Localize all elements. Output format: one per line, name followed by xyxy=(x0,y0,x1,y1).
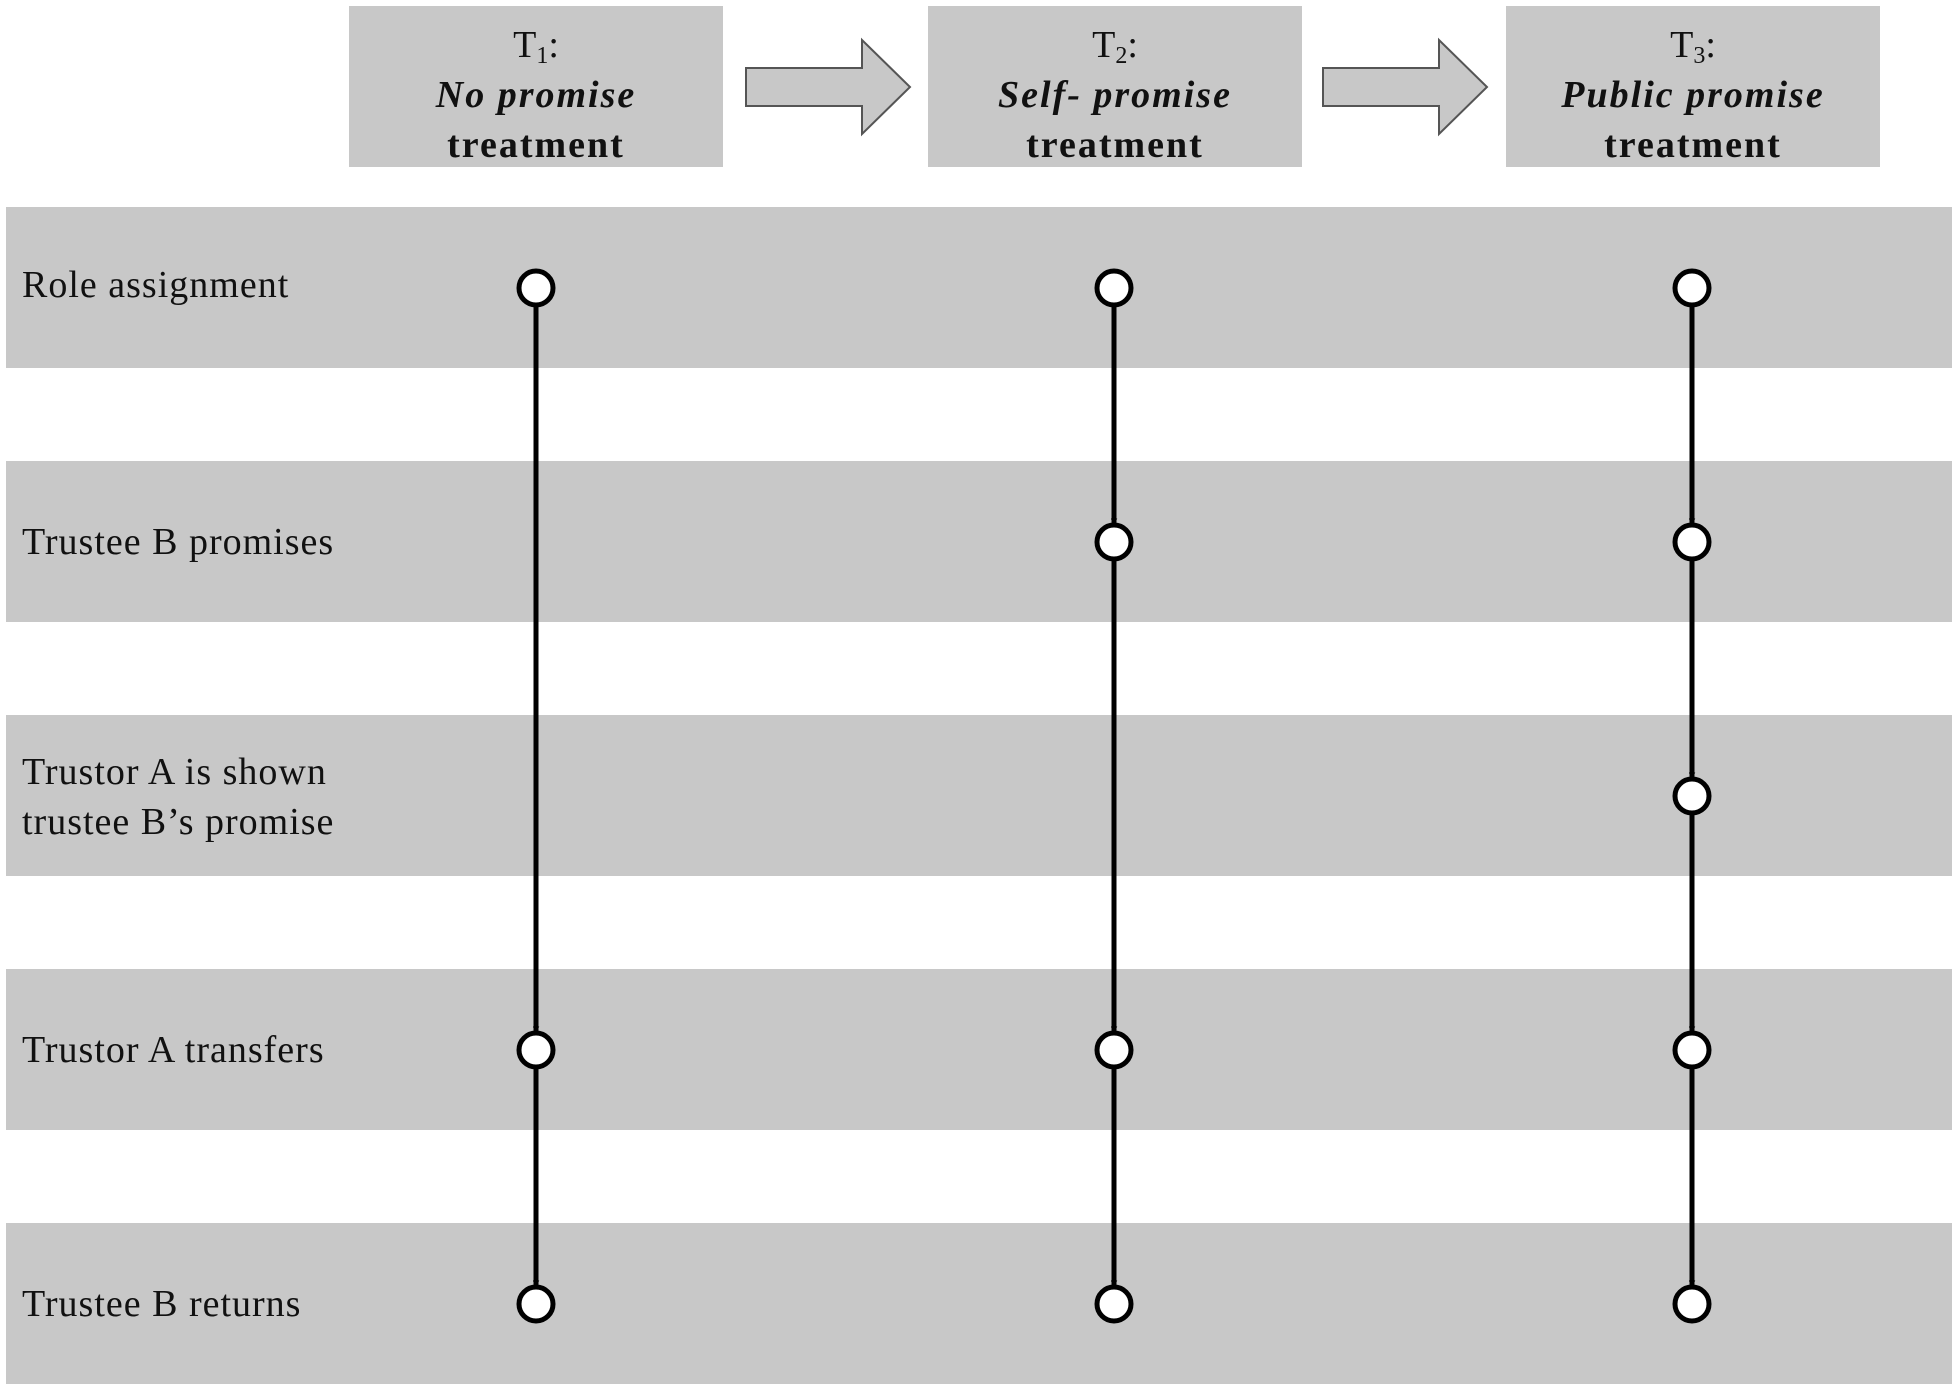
treatment-heading: T2: xyxy=(1092,24,1138,69)
treatment-name: No promise xyxy=(435,74,637,116)
stage-node xyxy=(1672,1030,1712,1070)
treatment-suffix: treatment xyxy=(1026,124,1204,166)
treatment-box-2: T2: Self- promise treatment xyxy=(928,6,1302,167)
stage-label: Trustee B promises xyxy=(22,521,335,563)
stage-node xyxy=(1672,1284,1712,1324)
stage-node xyxy=(1094,268,1134,308)
treatment-heading: T1: xyxy=(513,24,559,69)
stage-node xyxy=(516,268,556,308)
flow-lines xyxy=(532,305,1696,1287)
stage-node xyxy=(1094,522,1134,562)
stage-node xyxy=(1672,522,1712,562)
stage-node xyxy=(516,1284,556,1324)
stage-node xyxy=(1672,268,1712,308)
stage-band-trustee-promises: Trustee B promises xyxy=(6,461,1952,622)
flow-nodes xyxy=(516,268,1712,1324)
treatment-box-1: T1: No promise treatment xyxy=(349,6,723,167)
stage-band-trustee-returns: Trustee B returns xyxy=(6,1223,1952,1384)
stage-node xyxy=(1094,1284,1134,1324)
treatment-heading: T3: xyxy=(1670,24,1716,69)
treatment-name: Self- promise xyxy=(998,74,1232,116)
stage-label: Trustee B returns xyxy=(22,1283,302,1325)
treatment-box-3: T3: Public promise treatment xyxy=(1506,6,1880,167)
treatment-suffix: treatment xyxy=(1604,124,1782,166)
stage-band-role-assignment: Role assignment xyxy=(6,207,1952,368)
stage-label: Role assignment xyxy=(22,264,290,306)
block-arrow-right-icon xyxy=(745,37,912,137)
stage-label: Trustor A transfers xyxy=(22,1029,325,1071)
stage-band-trustor-transfers: Trustor A transfers xyxy=(6,969,1952,1130)
stage-band-trustor-shown-promise: Trustor A is shown trustee B’s promise xyxy=(6,715,1952,876)
stage-node xyxy=(516,1030,556,1070)
stage-label: Trustor A is shown trustee B’s promise xyxy=(22,751,335,843)
treatment-suffix: treatment xyxy=(447,124,625,166)
treatment-name: Public promise xyxy=(1561,74,1825,116)
stage-node xyxy=(1672,776,1712,816)
block-arrow-right-icon xyxy=(1322,37,1489,137)
stage-node xyxy=(1094,1030,1134,1070)
